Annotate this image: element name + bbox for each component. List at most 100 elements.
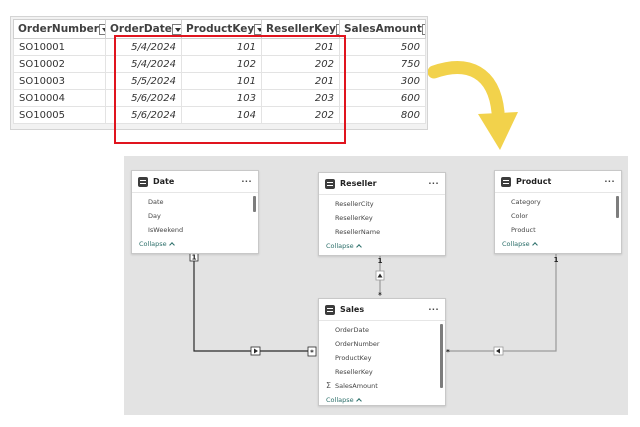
collapse-button[interactable]: Collapse (495, 237, 621, 251)
collapse-button[interactable]: Collapse (132, 237, 258, 251)
collapse-label: Collapse (326, 396, 354, 404)
chevron-up-icon (355, 398, 362, 404)
dropdown-icon[interactable] (171, 23, 181, 35)
scrollbar[interactable] (616, 196, 619, 218)
field-list: OrderDate OrderNumber ProductKey Reselle… (319, 321, 445, 393)
product-table-card[interactable]: Product ··· Category Color Product Colla… (494, 170, 622, 254)
table-row: SO10005 5/6/2024 104 202 800 (13, 106, 426, 124)
card-header[interactable]: Product ··· (495, 171, 621, 193)
table-header-row: OrderNumber OrderDate ProductKey Reselle… (13, 19, 426, 39)
column-header-label: SalesAmount (344, 23, 422, 35)
column-header-salesamount[interactable]: SalesAmount (339, 19, 426, 39)
date-table-card[interactable]: Date ··· Date Day IsWeekend Collapse (131, 170, 259, 254)
collapse-label: Collapse (326, 242, 354, 250)
field-list: Category Color Product (495, 193, 621, 237)
column-header-label: ResellerKey (266, 23, 336, 35)
dropdown-icon[interactable] (254, 23, 261, 35)
cardinality-one-label: 1 (192, 254, 197, 262)
more-options-icon[interactable]: ··· (241, 177, 252, 186)
column-header-productkey[interactable]: ProductKey (181, 19, 262, 39)
field-item[interactable]: ResellerKey (335, 368, 373, 376)
table-row: SO10002 5/4/2024 102 202 750 (13, 55, 426, 73)
reseller-table-card[interactable]: Reseller ··· ResellerCity ResellerKey Re… (318, 172, 446, 256)
table-icon (325, 178, 335, 189)
column-header-label: ProductKey (186, 23, 255, 35)
dropdown-icon[interactable] (421, 23, 425, 35)
cardinality-one-label: 1 (554, 256, 559, 264)
table-row: SO10004 5/6/2024 103 203 600 (13, 89, 426, 107)
collapse-button[interactable]: Collapse (319, 393, 445, 407)
column-header-ordernumber[interactable]: OrderNumber (13, 19, 106, 39)
collapse-button[interactable]: Collapse (319, 239, 445, 253)
field-item[interactable]: ProductKey (335, 354, 372, 362)
field-item[interactable]: OrderDate (335, 326, 370, 334)
dropdown-icon[interactable] (336, 23, 339, 35)
cardinality-many-label: * (310, 349, 314, 357)
table-cell: 600 (339, 89, 426, 107)
table-cell: SO10004 (13, 89, 106, 107)
collapse-label: Collapse (502, 240, 530, 248)
table-cell: 201 (261, 72, 340, 90)
model-canvas[interactable]: 1 * 1 * 1 * Date ··· Date (124, 156, 628, 415)
table-cell: 5/5/2024 (105, 72, 182, 90)
table-cell: SO10003 (13, 72, 106, 90)
field-item[interactable]: ResellerKey (335, 214, 373, 222)
card-title: Sales (340, 305, 365, 314)
field-item[interactable]: ResellerCity (335, 200, 374, 208)
card-header[interactable]: Sales ··· (319, 299, 445, 321)
more-options-icon[interactable]: ··· (428, 305, 439, 314)
table-cell: 201 (261, 38, 340, 56)
table-cell: 101 (181, 72, 262, 90)
card-header[interactable]: Date ··· (132, 171, 258, 193)
table-cell: SO10005 (13, 106, 106, 124)
column-header-orderdate[interactable]: OrderDate (105, 19, 182, 39)
table-row: SO10001 5/4/2024 101 201 500 (13, 38, 426, 56)
field-item[interactable]: Color (511, 212, 528, 220)
column-header-label: OrderNumber (18, 23, 99, 35)
sales-table-card[interactable]: Sales ··· OrderDate OrderNumber ProductK… (318, 298, 446, 406)
table-cell: 203 (261, 89, 340, 107)
chevron-up-icon (355, 244, 362, 250)
cardinality-many-label: * (378, 291, 382, 299)
table-cell: SO10001 (13, 38, 106, 56)
field-item[interactable]: Date (148, 198, 164, 206)
field-item[interactable]: IsWeekend (148, 226, 184, 234)
table-cell: 202 (261, 106, 340, 124)
table-row: SO10003 5/5/2024 101 201 300 (13, 72, 426, 90)
field-item[interactable]: Product (511, 226, 536, 234)
card-title: Reseller (340, 179, 377, 188)
table-cell: 5/6/2024 (105, 106, 182, 124)
field-label: SalesAmount (335, 382, 378, 390)
scrollbar[interactable] (440, 324, 443, 388)
table-cell: 102 (181, 55, 262, 73)
table-cell: 101 (181, 38, 262, 56)
field-list: ResellerCity ResellerKey ResellerName (319, 195, 445, 239)
table-cell: 202 (261, 55, 340, 73)
more-options-icon[interactable]: ··· (428, 179, 439, 188)
card-title: Date (153, 177, 175, 186)
chevron-up-icon (531, 242, 538, 248)
dropdown-icon[interactable] (98, 23, 105, 35)
table-cell: 500 (339, 38, 426, 56)
field-item[interactable]: Day (148, 212, 161, 220)
more-options-icon[interactable]: ··· (604, 177, 615, 186)
curved-arrow-icon (428, 61, 518, 150)
table-cell: 800 (339, 106, 426, 124)
column-header-label: OrderDate (110, 23, 172, 35)
table-cell: 5/6/2024 (105, 89, 182, 107)
table-cell: 300 (339, 72, 426, 90)
table-cell: 5/4/2024 (105, 55, 182, 73)
column-header-resellerkey[interactable]: ResellerKey (261, 19, 340, 39)
field-item[interactable]: Category (511, 198, 541, 206)
card-title: Product (516, 177, 552, 186)
table-cell: 750 (339, 55, 426, 73)
cardinality-one-label: 1 (378, 257, 383, 265)
table-cell: 103 (181, 89, 262, 107)
card-header[interactable]: Reseller ··· (319, 173, 445, 195)
field-item[interactable]: ResellerName (335, 228, 381, 236)
scrollbar[interactable] (253, 196, 256, 212)
table-icon (325, 304, 335, 315)
field-item[interactable]: OrderNumber (335, 340, 380, 348)
